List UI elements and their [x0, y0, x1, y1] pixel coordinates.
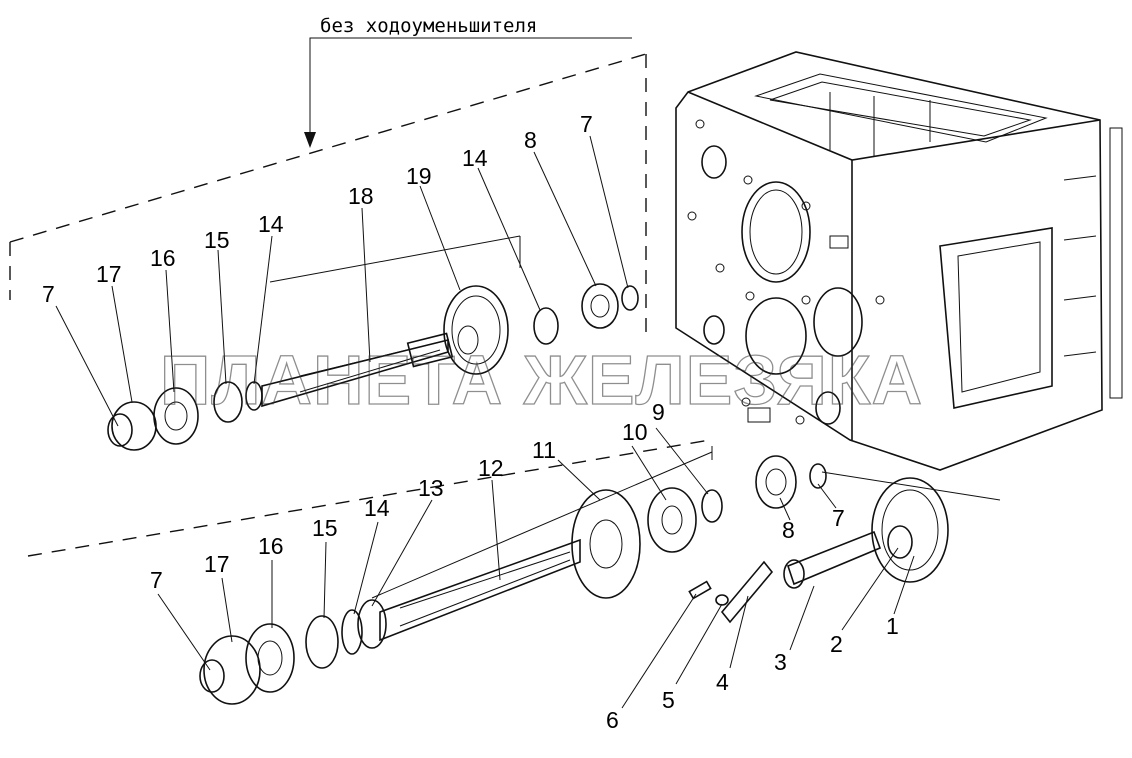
upper-circlip-7 [621, 285, 639, 311]
variant-boundary [9, 53, 711, 557]
lower-circlip-17 [203, 635, 261, 705]
callout-lower-9: 9 [652, 399, 665, 425]
callout-upper-17: 17 [96, 261, 122, 287]
callout-upper-8: 8 [524, 127, 537, 153]
gearbox-housing [675, 51, 1123, 471]
callout-lower-15: 15 [312, 515, 338, 541]
upper-circlip-17 [111, 401, 157, 451]
upper-circlip-7a [107, 413, 133, 447]
lower-snap-ring-14 [341, 609, 363, 655]
lower-ring-13 [357, 599, 387, 649]
callout-part-1: 1 [886, 613, 899, 639]
callout-lower-13: 13 [418, 475, 444, 501]
header-arrowhead [304, 132, 316, 148]
lower-ring-9 [701, 489, 723, 523]
upper-bearing-8 [581, 283, 619, 329]
bottom-right-parts [688, 477, 949, 624]
gear-1 [871, 477, 949, 583]
plate-4 [720, 560, 774, 624]
header-caption: без ходоуменьшителя [320, 15, 537, 37]
callout-part-6: 6 [606, 707, 619, 733]
callout-lower-12: 12 [478, 455, 504, 481]
upper-shaft-assembly [107, 235, 639, 451]
lower-splined-shaft [379, 538, 581, 642]
callout-lower-16: 16 [258, 533, 284, 559]
lower-bearing-16 [245, 623, 295, 693]
callout-part-2: 2 [830, 631, 843, 657]
upper-snap-ring-14 [533, 307, 559, 345]
washer-5 [715, 594, 729, 606]
upper-ring-15 [213, 381, 243, 423]
callout-upper-7b: 7 [580, 111, 593, 137]
bolt-6 [688, 580, 712, 600]
callout-mid-7: 7 [832, 505, 845, 531]
callout-upper-16: 16 [150, 245, 176, 271]
lower-ring-15 [305, 615, 339, 669]
callout-upper-7: 7 [42, 281, 55, 307]
lower-gear-11 [571, 489, 641, 599]
callout-lower-17: 17 [204, 551, 230, 577]
callout-part-5: 5 [662, 687, 675, 713]
callout-mid-8: 8 [782, 517, 795, 543]
middle-circlip-7 [809, 463, 827, 489]
leader-lines [55, 135, 915, 709]
callout-upper-15: 15 [204, 227, 230, 253]
middle-bearing-group [755, 455, 1001, 509]
callout-upper-18: 18 [348, 183, 374, 209]
callout-part-4: 4 [716, 669, 729, 695]
bushing-2 [887, 525, 913, 559]
callout-upper-19: 19 [406, 163, 432, 189]
callout-lower-11: 11 [532, 437, 556, 463]
upper-gear-19 [443, 285, 509, 375]
lower-shaft-assembly [199, 446, 723, 705]
lower-gear-10 [647, 487, 697, 553]
axle-3 [787, 530, 882, 586]
callout-part-3: 3 [774, 649, 787, 675]
header-bracket [309, 37, 632, 140]
watermark-text: ПЛАНЕТА ЖЕЛЕЗЯКА [160, 341, 923, 419]
callout-lower-7: 7 [150, 567, 163, 593]
callout-lower-10: 10 [622, 419, 648, 445]
callout-lower-14: 14 [364, 495, 390, 521]
middle-bearing-8 [755, 455, 797, 509]
callout-upper-14a: 14 [258, 211, 284, 237]
callout-labels: 7 17 16 15 14 18 19 14 8 7 7 17 16 15 14… [42, 111, 899, 733]
lower-circlip-7 [199, 659, 225, 693]
callout-upper-14b: 14 [462, 145, 488, 171]
header-group: без ходоуменьшителя [304, 15, 632, 148]
